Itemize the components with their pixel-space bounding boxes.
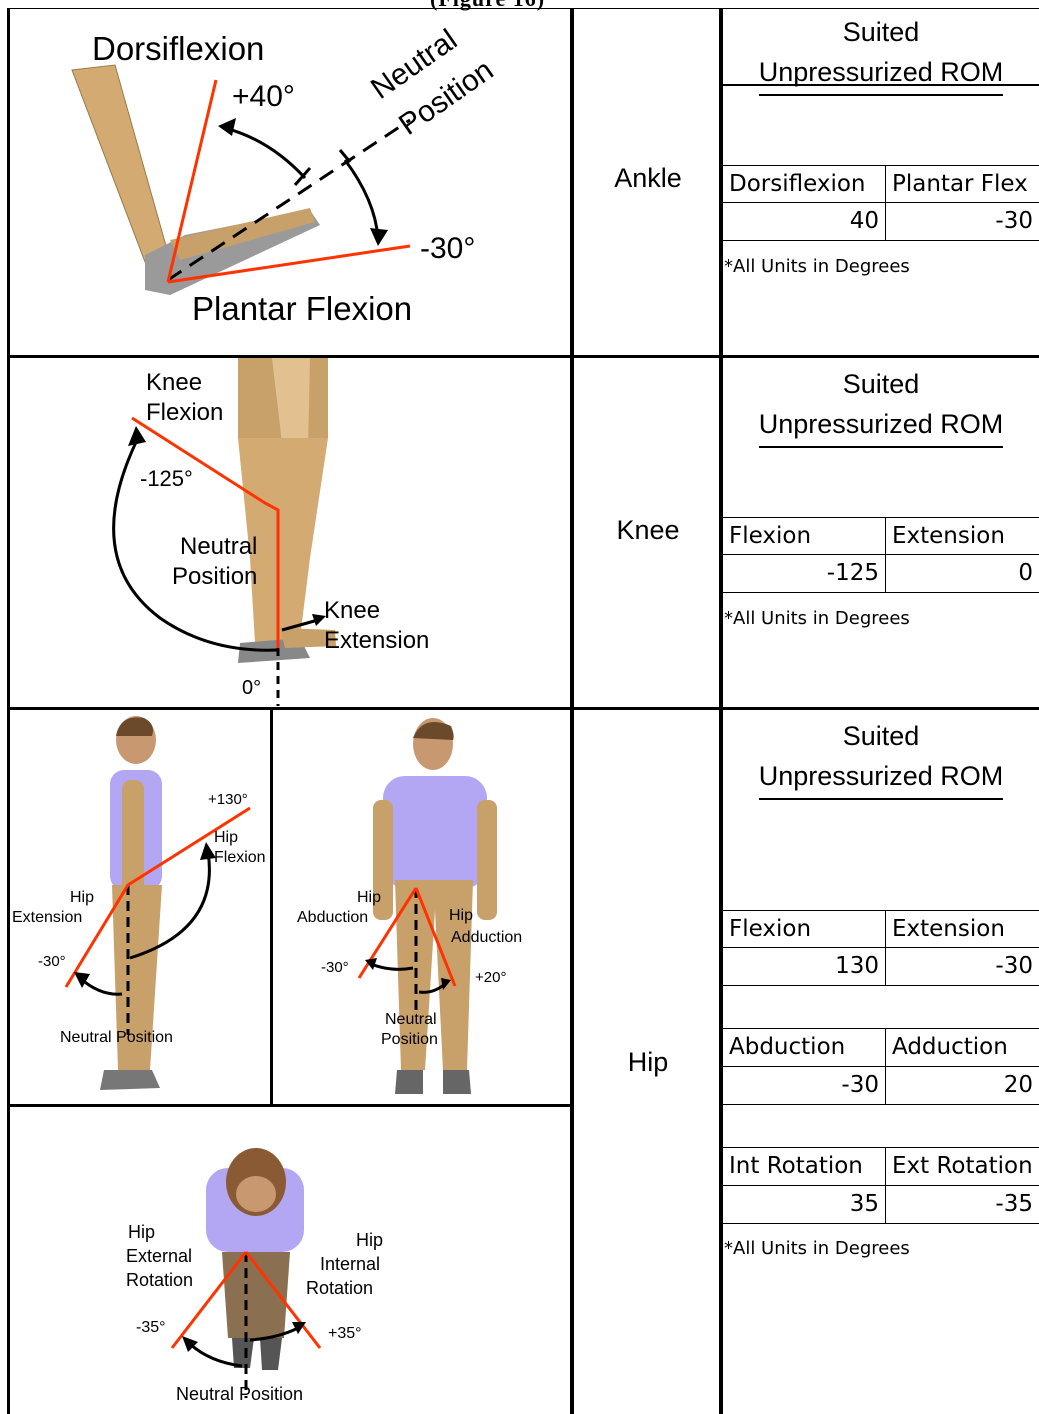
rom-title-line2: Unpressurized ROM — [759, 52, 1004, 96]
label-plus35: +35° — [328, 1325, 362, 1342]
label-hip-adduction: Adduction — [451, 929, 522, 946]
rom-title-line2: Unpressurized ROM — [759, 404, 1004, 448]
label-hip-int-rot: Internal — [320, 1254, 380, 1274]
table-header-cell: Extension — [886, 910, 1039, 948]
label-plus40: +40° — [232, 80, 295, 113]
label-hip-int-rot: Rotation — [306, 1278, 373, 1298]
label-hip-abduction: Abduction — [297, 909, 368, 926]
joint-label-hip: Hip — [573, 1047, 723, 1078]
grid-line — [7, 8, 1039, 9]
table-header-cell: Flexion — [723, 517, 886, 555]
spacer-row — [723, 986, 1039, 1029]
neutral-line — [168, 120, 410, 280]
joint-label-knee: Knee — [573, 515, 723, 546]
table-value-cell: -30 — [723, 1067, 886, 1105]
arm-shape — [477, 800, 497, 920]
arrow-head — [128, 426, 146, 446]
label-zero: 0° — [242, 677, 261, 699]
label-neutral: Neutral — [385, 1011, 437, 1028]
label-minus30: -30° — [321, 959, 349, 976]
table-value-cell: -35 — [886, 1186, 1039, 1224]
label-hip-flexion: Hip — [214, 829, 238, 846]
rom-title-knee: Suited Unpressurized ROM — [723, 364, 1039, 448]
label-hip-abduction: Hip — [357, 889, 381, 906]
plantar-arc — [345, 160, 378, 238]
label-plus20: +20° — [475, 969, 506, 986]
grid-line — [570, 8, 574, 1414]
label-plantar: Plantar Flexion — [192, 290, 412, 327]
table-header-cell: Adduction — [886, 1029, 1039, 1067]
label-knee-ext: Knee — [324, 597, 380, 624]
units-note: *All Units in Degrees — [724, 1238, 910, 1259]
label-hip-adduction: Hip — [449, 907, 473, 924]
units-note: *All Units in Degrees — [724, 256, 910, 277]
arrow-head — [218, 118, 236, 136]
label-minus30: -30° — [420, 232, 475, 265]
table-header-cell: Plantar Flex — [886, 165, 1039, 203]
label-position: Position — [381, 1031, 438, 1048]
rom-title-line1: Suited — [723, 12, 1039, 52]
label-plus130: +130° — [208, 791, 248, 808]
table-value-cell: 40 — [723, 203, 886, 241]
label-minus35: -35° — [136, 1319, 166, 1336]
units-note: *All Units in Degrees — [724, 608, 910, 629]
table-header-cell: Flexion — [723, 910, 886, 948]
table-header-cell: Int Rotation — [723, 1148, 886, 1186]
label-dorsiflexion: Dorsiflexion — [92, 30, 264, 67]
shoe-shape — [395, 1070, 423, 1094]
shirt-shape — [383, 776, 487, 888]
face-shape — [236, 1176, 276, 1212]
knee-diagram: Knee Flexion -125° Neutral Position Knee… — [10, 358, 570, 706]
label-neutral-position: Neutral Position — [60, 1029, 173, 1046]
label-hip-int-rot: Hip — [356, 1230, 383, 1250]
table-header-cell: Extension — [886, 517, 1039, 555]
table-header-cell: Abduction — [723, 1029, 886, 1067]
hair-shape — [413, 722, 454, 740]
table-value-cell: 20 — [886, 1067, 1039, 1105]
table-value-cell: 35 — [723, 1186, 886, 1224]
label-minus30: -30° — [38, 953, 66, 970]
label-position: Position — [172, 563, 257, 590]
spacer-row — [723, 1105, 1039, 1148]
leg-shape — [72, 65, 170, 275]
table-value-cell: -30 — [886, 203, 1039, 241]
label-hip-flexion: Flexion — [214, 849, 266, 866]
hip-side-diagram: +130° Hip Flexion Hip Extension -30° Neu… — [10, 710, 270, 1104]
label-knee-ext: Extension — [324, 627, 429, 654]
hip-rotation-diagram: Hip External Rotation Hip Internal Rotat… — [10, 1108, 570, 1414]
rom-title-line1: Suited — [723, 716, 1039, 756]
label-hip-ext-rot: Rotation — [126, 1270, 193, 1290]
table-value-cell: 130 — [723, 948, 886, 986]
rom-title-line1: Suited — [723, 364, 1039, 404]
grid-line — [7, 1104, 573, 1107]
joint-label-ankle: Ankle — [573, 163, 723, 194]
label-hip-ext-rot: Hip — [128, 1222, 155, 1242]
rom-title-hip: Suited Unpressurized ROM — [723, 716, 1039, 800]
hair-shape — [116, 717, 153, 736]
ankle-diagram: Dorsiflexion +40° Neutral Position -30° … — [10, 10, 570, 355]
table-value-cell: 0 — [886, 555, 1039, 593]
arrow-head — [370, 228, 388, 246]
label-knee-flexion: Knee — [146, 369, 202, 396]
label-hip-ext-rot: External — [126, 1246, 192, 1266]
shoe-shape — [443, 1070, 471, 1094]
divider — [723, 84, 1039, 86]
label-neutral: Neutral — [180, 533, 257, 560]
hip-front-diagram: Hip Abduction Hip Adduction -30° +20° Ne… — [273, 710, 570, 1104]
table-header-cell: Dorsiflexion — [723, 165, 886, 203]
label-neutral-position: Neutral Position — [176, 1384, 303, 1404]
dorsi-arc — [225, 128, 305, 178]
table-value-cell: -30 — [886, 948, 1039, 986]
label-minus125: -125° — [140, 466, 193, 491]
label-knee-flexion: Flexion — [146, 399, 223, 426]
rom-title-line2: Unpressurized ROM — [759, 756, 1004, 800]
shoe-shape — [100, 1070, 160, 1090]
table-value-cell: -125 — [723, 555, 886, 593]
table-header-cell: Ext Rotation — [886, 1148, 1039, 1186]
label-hip-ext: Hip — [70, 889, 94, 906]
label-hip-ext: Extension — [12, 909, 82, 926]
foot-shape — [260, 1338, 282, 1370]
